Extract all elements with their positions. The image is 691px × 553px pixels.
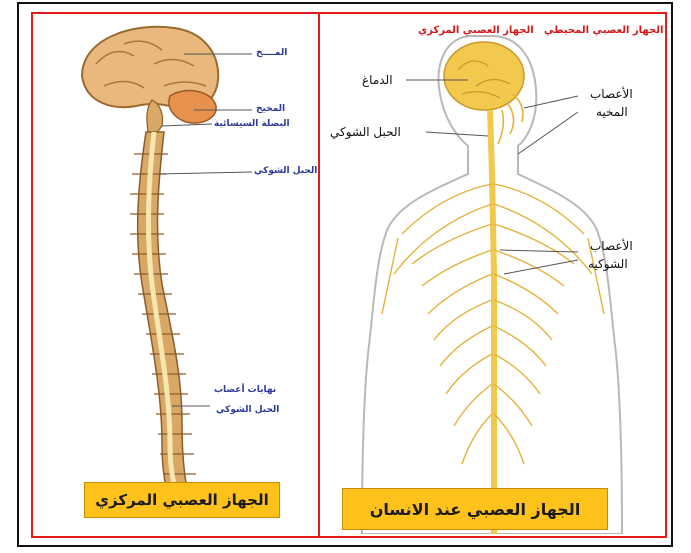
caption-human-nervous-system: الجهاز العصبي عند الانسان [342,488,608,530]
label-right-spinal-cord: الحبل الشوكي [330,126,401,138]
panel-divider [318,14,320,536]
label-cerebellum: المخيخ [256,105,285,114]
label-spinal-nerves-2: الشوكيه [588,258,628,270]
label-spinal-cord: الحبل الشوكي [254,167,317,176]
label-brain: المــــخ [256,49,287,58]
central-nervous-system-panel: المــــخ المخيخ البصلة السيسائية الحبل ا… [34,14,316,534]
label-peripheral-system: الجهاز العصبي المحيطي [544,26,663,36]
label-central-system: الجهاز العصبي المركزي [418,26,534,36]
label-medulla: البصلة السيسائية [214,120,290,129]
cerebellum-shape [169,91,216,123]
caption-central-nervous-system: الجهاز العصبي المركزي [84,482,280,518]
right-brain-shape [444,42,524,110]
label-right-brain: الدماغ [362,74,393,86]
cns-illustration [34,14,316,534]
human-nervous-system-panel: الجهاز العصبي المحيطي الجهاز العصبي المر… [322,14,664,534]
label-nerve-endings-1: نهايات أعصاب [214,386,276,395]
label-nerve-endings-2: الحبل الشوكي [216,406,279,415]
vertebral-column [138,132,192,509]
label-spinal-nerves-1: الأعصاب [590,240,633,252]
label-cranial-nerves-2: المخيه [596,106,628,118]
label-cranial-nerves-1: الأعصاب [590,88,633,100]
